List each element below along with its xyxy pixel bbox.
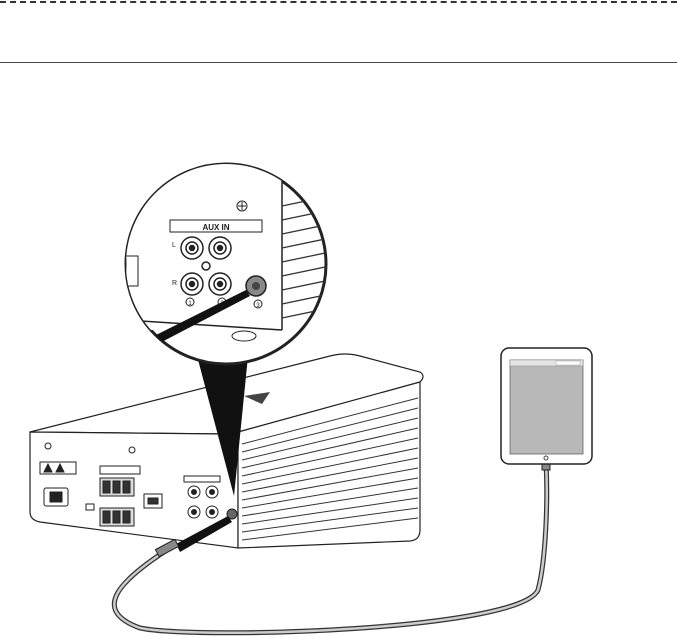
aux-in-label: AUX IN: [202, 223, 229, 232]
magnified-aux-panel: AUX IN L R: [126, 160, 330, 364]
left-channel-label: L: [172, 242, 176, 249]
aux-in-label-small: [184, 476, 220, 482]
speaker-output-label: [100, 466, 140, 474]
screw: [45, 443, 51, 449]
setup-port: [86, 504, 94, 510]
tablet-device: [501, 348, 592, 464]
right-channel-label: R: [172, 280, 177, 287]
tablet-home-button: [544, 456, 548, 460]
tablet-screen: [510, 360, 583, 454]
screw: [129, 447, 135, 453]
